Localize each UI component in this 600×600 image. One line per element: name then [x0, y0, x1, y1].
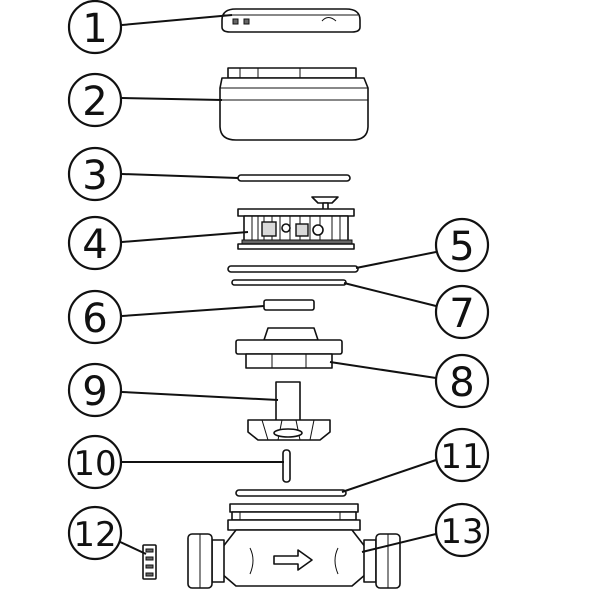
callout-10-label: 10	[73, 444, 116, 484]
callout-1: 1	[67, 0, 123, 55]
leader-1	[121, 14, 233, 26]
callout-4: 4	[67, 215, 123, 271]
part-11-o-ring	[235, 489, 347, 497]
leader-3	[121, 173, 239, 179]
leader-11	[341, 459, 437, 493]
callout-12: 12	[67, 505, 123, 561]
callout-8: 8	[434, 353, 490, 409]
callout-2-label: 2	[82, 79, 107, 125]
callout-9: 9	[67, 362, 123, 418]
leader-7	[343, 282, 437, 307]
callout-5: 5	[434, 217, 490, 273]
leader-4	[121, 231, 249, 243]
callout-13-label: 13	[440, 512, 483, 552]
callout-11-label: 11	[440, 437, 483, 477]
callout-8-label: 8	[449, 360, 474, 406]
part-7-plate	[231, 279, 347, 286]
callout-3: 3	[67, 146, 123, 202]
callout-3-label: 3	[82, 153, 107, 199]
callout-10: 10	[67, 434, 123, 490]
callout-5-label: 5	[449, 224, 474, 270]
part-9-impeller	[247, 381, 331, 441]
part-3-gasket	[237, 174, 351, 182]
part-5-plate	[227, 265, 359, 273]
callout-9-label: 9	[82, 369, 107, 415]
part-6-magnet	[263, 299, 315, 311]
leader-6	[121, 305, 265, 317]
part-1-lid	[221, 8, 361, 33]
callout-6-label: 6	[82, 296, 107, 342]
callout-1-label: 1	[82, 6, 107, 52]
leader-8	[329, 361, 437, 379]
leader-5	[355, 251, 437, 269]
part-12-clip	[142, 544, 157, 580]
callout-12-label: 12	[73, 515, 116, 555]
leader-2	[121, 97, 223, 101]
callout-11: 11	[434, 427, 490, 483]
part-8-chamber	[235, 327, 343, 369]
leader-13	[361, 533, 437, 553]
part-13-body	[187, 503, 401, 589]
part-4-mechanism	[237, 196, 355, 250]
callout-7-label: 7	[449, 291, 474, 337]
leader-12	[115, 539, 147, 555]
callout-2: 2	[67, 72, 123, 128]
leader-9	[121, 391, 279, 401]
part-10-pin	[282, 449, 291, 483]
callout-7: 7	[434, 284, 490, 340]
callout-4-label: 4	[82, 222, 107, 268]
callout-6: 6	[67, 289, 123, 345]
part-2-housing	[219, 67, 369, 141]
callout-13: 13	[434, 502, 490, 558]
